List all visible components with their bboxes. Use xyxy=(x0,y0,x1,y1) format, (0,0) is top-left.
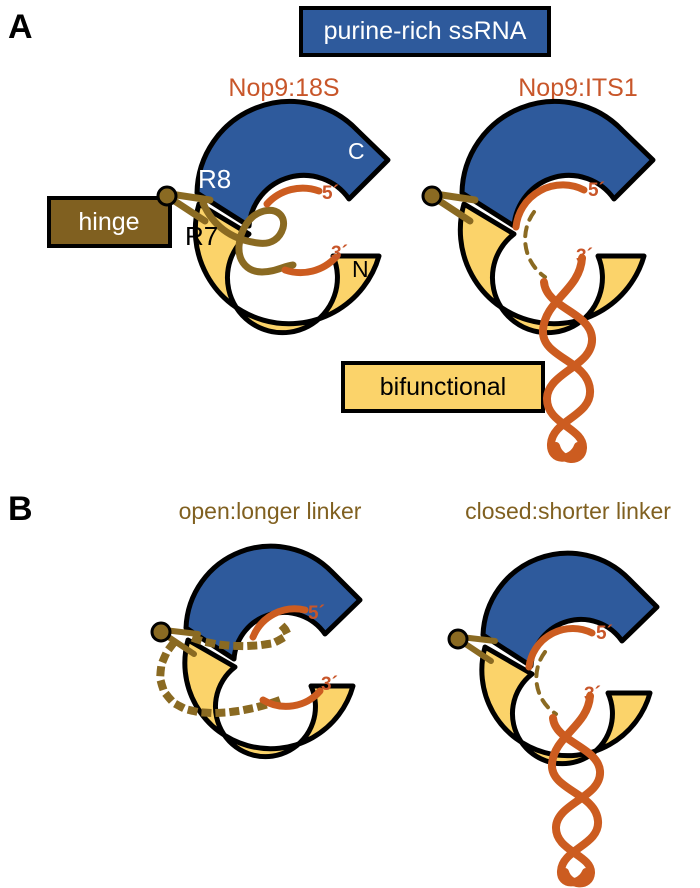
legend-hinge-label: hinge xyxy=(78,208,139,236)
closed-state-hinge xyxy=(447,628,498,664)
open-state-rna-5prime-strand xyxy=(249,605,309,641)
legend-hinge-box xyxy=(47,196,172,248)
structure-nop9-18s: Nop9:18S 5´ 3´ C N R8 R7 xyxy=(156,74,391,336)
nop9-18s-n-terminus-label: N xyxy=(352,256,369,282)
nop9-its1-hinge-stem-lower xyxy=(431,194,474,225)
closed-state-rna-duplex xyxy=(548,692,604,888)
closed-state-blue-domain xyxy=(480,550,660,669)
structure-open-longer-linker: open:longer linker 5´ 3´ xyxy=(150,498,363,760)
nop9-18s-rna-5prime-label: 5´ xyxy=(322,183,339,204)
nop9-18s-rna-5prime-strand xyxy=(263,184,323,208)
open-state-rna-5prime-label: 5´ xyxy=(308,603,325,624)
closed-state-hinge-knob xyxy=(447,628,469,650)
open-state-yellow-domain xyxy=(182,637,356,760)
structure-closed-shorter-linker-title: closed:shorter linker xyxy=(465,498,671,524)
structure-nop9-its1: Nop9:ITS1 5´ 3´ xyxy=(421,74,656,463)
nop9-its1-blue-domain xyxy=(459,99,656,229)
legend-purine-rich-ssrna-box xyxy=(299,6,551,57)
nop9-its1-hinge-knob xyxy=(421,185,443,207)
open-state-linker-upper-dotted xyxy=(190,622,290,651)
closed-state-rna-5prime-strand xyxy=(525,625,596,671)
nop9-its1-linker-dashed xyxy=(523,210,547,279)
open-state-rna-3prime-label: 3´ xyxy=(321,674,338,695)
nop9-its1-rna-5prime-strand xyxy=(512,181,588,231)
nop9-18s-blue-domain xyxy=(194,99,391,229)
nop9-18s-hinge xyxy=(156,185,214,225)
nop9-18s-rna-3prime-strand xyxy=(281,253,340,277)
structure-nop9-its1-title: Nop9:ITS1 xyxy=(518,74,638,102)
panel-a-letter: A xyxy=(8,8,33,46)
open-state-hinge-knob xyxy=(150,621,172,643)
closed-state-rna-strand-2 xyxy=(549,714,604,888)
legend-hinge: hinge xyxy=(47,196,172,248)
nop9-its1-hinge xyxy=(421,185,479,225)
legend-purine-rich-ssrna-label: purine-rich ssRNA xyxy=(324,17,527,45)
open-state-linker-lower-dotted xyxy=(156,639,286,717)
panel-a: A purine-rich ssRNA hinge bifunctional N… xyxy=(8,6,656,463)
structure-open-longer-linker-title: open:longer linker xyxy=(179,498,362,524)
nop9-its1-rna-strand-1 xyxy=(539,254,594,462)
closed-state-yellow-domain xyxy=(479,644,653,767)
open-state-blue-domain xyxy=(183,543,363,662)
legend-bifunctional-box xyxy=(341,361,545,413)
closed-state-rna-5prime-label: 5´ xyxy=(596,623,613,644)
nop9-its1-yellow-domain xyxy=(457,201,647,336)
nop9-18s-c-terminus-label: C xyxy=(348,138,365,164)
open-state-rna-3prime-strand xyxy=(259,687,324,710)
nop9-its1-rna-strand-2 xyxy=(540,278,596,463)
closed-state-rna-strand-1 xyxy=(548,692,602,887)
nop9-18s-linker xyxy=(199,199,297,276)
nop9-its1-rna-5prime-label: 5´ xyxy=(588,180,605,201)
closed-state-linker-dashed xyxy=(534,650,558,716)
nop9-18s-repeat-7-label: R7 xyxy=(185,221,218,251)
nop9-its1-rna-duplex xyxy=(539,254,596,463)
open-state-hinge xyxy=(150,621,201,657)
structure-nop9-18s-title: Nop9:18S xyxy=(228,74,339,102)
structure-closed-shorter-linker: closed:shorter linker 5´ 3´ xyxy=(447,498,671,888)
panel-b: B open:longer linker 5´ 3´ xyxy=(8,490,671,888)
nop9-18s-hinge-knob xyxy=(156,185,178,207)
nop9-18s-hinge-stem-lower xyxy=(166,194,209,225)
legend-purine-rich-ssrna: purine-rich ssRNA xyxy=(299,6,551,57)
legend-bifunctional: bifunctional xyxy=(341,361,545,413)
legend-bifunctional-label: bifunctional xyxy=(380,373,506,401)
nop9-18s-rna-3prime-label: 3´ xyxy=(331,243,348,264)
nop9-18s-repeat-8-label: R8 xyxy=(198,164,231,194)
panel-b-letter: B xyxy=(8,490,33,528)
